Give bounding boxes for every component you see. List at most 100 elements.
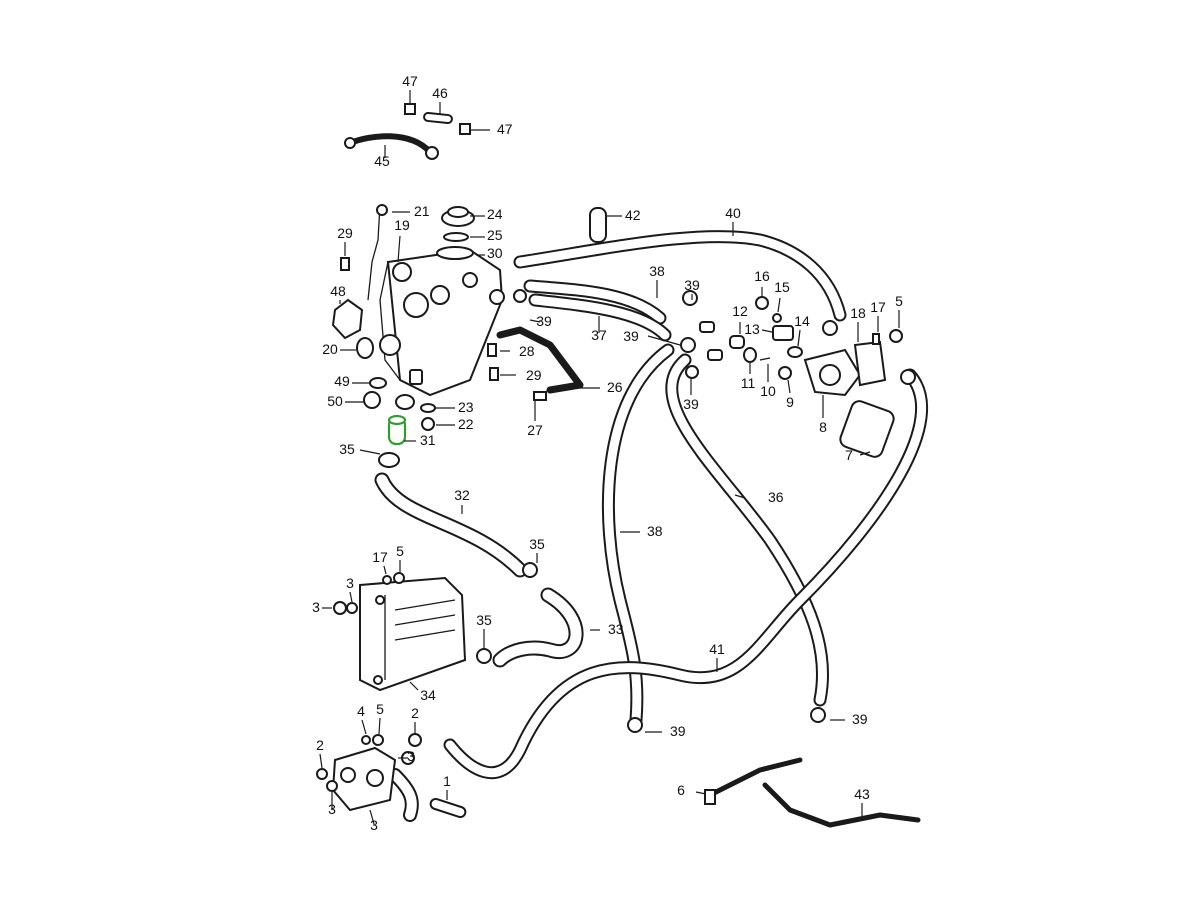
leader-line bbox=[761, 329, 773, 333]
part-number-label: 19 bbox=[394, 217, 410, 233]
part-number-label: 2 bbox=[411, 705, 419, 721]
part-28 bbox=[487, 343, 497, 357]
part-number-label: 35 bbox=[476, 612, 492, 628]
part-number-label: 49 bbox=[334, 373, 350, 389]
part-number-label: 37 bbox=[591, 327, 607, 343]
part-number-label: 17 bbox=[870, 299, 886, 315]
leader-line bbox=[797, 329, 801, 347]
part-number-label: 50 bbox=[327, 393, 343, 409]
hose-38-upper bbox=[523, 279, 667, 325]
clip-47-a bbox=[404, 103, 416, 115]
part-number-label: 29 bbox=[337, 225, 353, 241]
oil-pump-1 bbox=[331, 746, 397, 812]
part-number-label: 38 bbox=[649, 263, 665, 279]
leader-line bbox=[349, 591, 353, 603]
part-number-label: 5 bbox=[376, 701, 384, 717]
leader-line bbox=[319, 753, 323, 769]
part-number-label: 46 bbox=[432, 85, 448, 101]
hose-33 bbox=[492, 587, 584, 668]
part-number-label: 36 bbox=[768, 489, 784, 505]
leader-line bbox=[383, 565, 387, 575]
bracket-21 bbox=[367, 204, 381, 301]
part-number-label: 43 bbox=[854, 786, 870, 802]
part-number-label: 48 bbox=[330, 283, 346, 299]
pin-6 bbox=[429, 797, 467, 819]
part-number-label: 39 bbox=[623, 328, 639, 344]
part-number-label: 10 bbox=[760, 383, 776, 399]
part-number-label: 28 bbox=[519, 343, 535, 359]
part-number-label: 3 bbox=[370, 817, 378, 833]
part-number-label: 1 bbox=[443, 773, 451, 789]
hose-32 bbox=[374, 472, 528, 578]
gasket-20 bbox=[356, 337, 374, 359]
part-number-label: 21 bbox=[414, 203, 430, 219]
part-number-label: 39 bbox=[684, 277, 700, 293]
grommet-42 bbox=[589, 207, 607, 243]
part-number-label: 34 bbox=[420, 687, 436, 703]
leader-line bbox=[787, 379, 791, 394]
leader-line bbox=[359, 449, 381, 455]
part-number-label: 3 bbox=[328, 801, 336, 817]
part-number-label: 39 bbox=[852, 711, 868, 727]
part-number-label: 6 bbox=[677, 782, 685, 798]
part-number-label: 30 bbox=[487, 245, 503, 261]
nut-5 bbox=[889, 329, 903, 343]
part-number-label: 3 bbox=[407, 748, 415, 764]
hose-41 bbox=[443, 368, 928, 780]
leader-line bbox=[529, 319, 541, 323]
line-43 bbox=[707, 757, 803, 798]
oil-cooler-34 bbox=[359, 576, 467, 692]
plug-22 bbox=[421, 417, 435, 431]
oil-filter-7 bbox=[839, 400, 895, 458]
part-number-label: 29 bbox=[526, 367, 542, 383]
leader-line bbox=[397, 235, 401, 263]
leader-line bbox=[859, 451, 871, 456]
hose-37 bbox=[528, 293, 672, 342]
washer-23 bbox=[420, 403, 436, 413]
part-number-label: 5 bbox=[396, 543, 404, 559]
part-number-label: 15 bbox=[774, 279, 790, 295]
nut-50 bbox=[363, 391, 381, 409]
part-15 bbox=[772, 313, 782, 323]
part-number-label: 27 bbox=[527, 422, 543, 438]
leader-line bbox=[647, 335, 681, 346]
part-number-label: 13 bbox=[744, 321, 760, 337]
hose-1-outlet bbox=[388, 768, 419, 822]
leader-line bbox=[369, 809, 375, 825]
part-number-label: 11 bbox=[741, 375, 756, 391]
part-number-label: 40 bbox=[725, 205, 741, 221]
hose-40 bbox=[513, 230, 847, 322]
line-45 bbox=[347, 133, 433, 155]
hose-36 bbox=[665, 353, 829, 707]
part-number-label: 39 bbox=[670, 723, 686, 739]
part-number-label: 39 bbox=[683, 396, 699, 412]
part-number-label: 35 bbox=[339, 441, 355, 457]
part-number-label: 38 bbox=[647, 523, 663, 539]
leader-line bbox=[378, 717, 381, 735]
spring-10 bbox=[759, 357, 771, 361]
part-number-label: 42 bbox=[625, 207, 641, 223]
leader-line bbox=[361, 719, 367, 735]
part-number-label: 22 bbox=[458, 416, 474, 432]
seal-11 bbox=[743, 347, 757, 363]
leader-line bbox=[695, 791, 707, 795]
clip-29 bbox=[340, 257, 350, 271]
part-number-label: 33 bbox=[608, 621, 624, 637]
part-number-label: 23 bbox=[458, 399, 474, 415]
leader-line bbox=[734, 494, 746, 499]
part-number-label: 39 bbox=[536, 313, 552, 329]
oil-tank-19 bbox=[379, 248, 504, 397]
highlighted-part-31[interactable] bbox=[387, 414, 407, 446]
part-number-label: 47 bbox=[402, 73, 418, 89]
part-17 bbox=[872, 333, 880, 345]
part-number-label: 12 bbox=[732, 303, 748, 319]
line-26 bbox=[496, 326, 584, 394]
part-number-label: 9 bbox=[786, 394, 794, 410]
gasket-18 bbox=[853, 340, 887, 387]
filter-housing-8 bbox=[803, 348, 862, 397]
clip-47-b bbox=[459, 123, 471, 135]
part-number-label: 18 bbox=[850, 305, 866, 321]
pin-46 bbox=[423, 111, 453, 125]
